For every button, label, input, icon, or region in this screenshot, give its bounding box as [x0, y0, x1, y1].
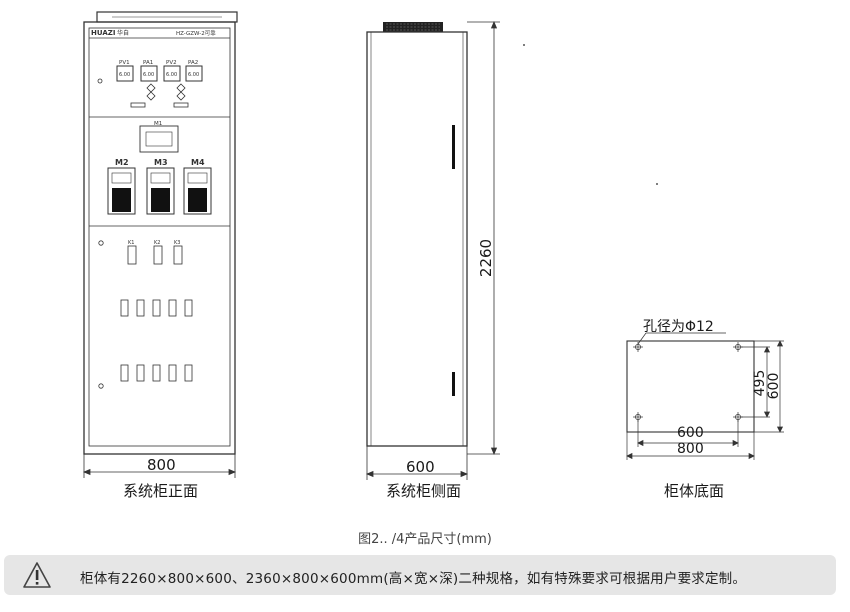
base-outline	[626, 340, 755, 433]
meter-label-2: PA1	[143, 60, 153, 66]
front-width-label: 800	[147, 456, 176, 474]
meter-label-3: PV2	[166, 60, 177, 66]
side-depth-label: 600	[406, 458, 435, 476]
front-view	[82, 11, 238, 478]
panel-brand: HUAZI	[91, 29, 115, 37]
switch-row-2	[120, 299, 193, 317]
switch-label-1: K1	[128, 240, 134, 246]
base-view-label: 柜体底面	[664, 482, 725, 500]
rectifier-modules	[107, 167, 212, 215]
module-label-m4: M4	[191, 158, 205, 167]
switch-row-1	[98, 240, 183, 265]
meter-label-4: PA2	[188, 60, 198, 66]
switch-row-3	[98, 364, 193, 389]
meter-readout-4: 6.00	[188, 72, 199, 78]
switch-label-3: K3	[174, 240, 180, 246]
panel-brand-cn: 华自	[117, 29, 129, 37]
front-view-label: 系统柜正面	[123, 482, 199, 500]
base-dim-495: 495	[752, 370, 768, 397]
display-window	[139, 125, 179, 153]
base-height-dimensions	[741, 340, 784, 433]
display-label: M1	[154, 121, 162, 127]
front-cabinet-outline	[83, 21, 236, 455]
base-dim-600-vertical: 600	[766, 373, 782, 400]
meter-readout-2: 6.00	[143, 72, 154, 78]
warning-icon	[23, 562, 51, 588]
base-view	[626, 332, 784, 460]
meter-readout-3: 6.00	[166, 72, 177, 78]
side-view	[365, 20, 500, 480]
module-label-m2: M2	[115, 158, 129, 167]
side-top-vent	[383, 22, 443, 32]
side-height-label: 2260	[477, 239, 495, 277]
side-view-label: 系统柜侧面	[386, 482, 462, 500]
figure-caption: 图2.. /4产品尺寸(mm)	[358, 532, 492, 547]
switch-label-2: K2	[154, 240, 160, 246]
side-cabinet-outline	[366, 31, 468, 447]
module-label-m3: M3	[154, 158, 168, 167]
side-depth-dimension	[365, 446, 469, 480]
meter-readout-1: 6.00	[119, 72, 130, 78]
mounting-holes	[633, 342, 743, 422]
meter-group	[116, 65, 203, 82]
side-height-dimension	[467, 20, 500, 456]
panel-model: HZ-GZW-2可靠	[176, 29, 216, 37]
base-dim-800: 800	[677, 441, 704, 457]
hole-note: 孔径为Φ12	[643, 319, 714, 335]
notice-bar: 柜体有2260×800×600、2360×800×600mm(高×宽×深)二种规…	[4, 555, 836, 595]
front-width-dimension	[82, 454, 237, 478]
notice-text: 柜体有2260×800×600、2360×800×600mm(高×宽×深)二种规…	[80, 571, 747, 587]
base-dim-600: 600	[677, 425, 704, 441]
meter-label-1: PV1	[119, 60, 130, 66]
base-width-dimensions	[626, 420, 755, 460]
